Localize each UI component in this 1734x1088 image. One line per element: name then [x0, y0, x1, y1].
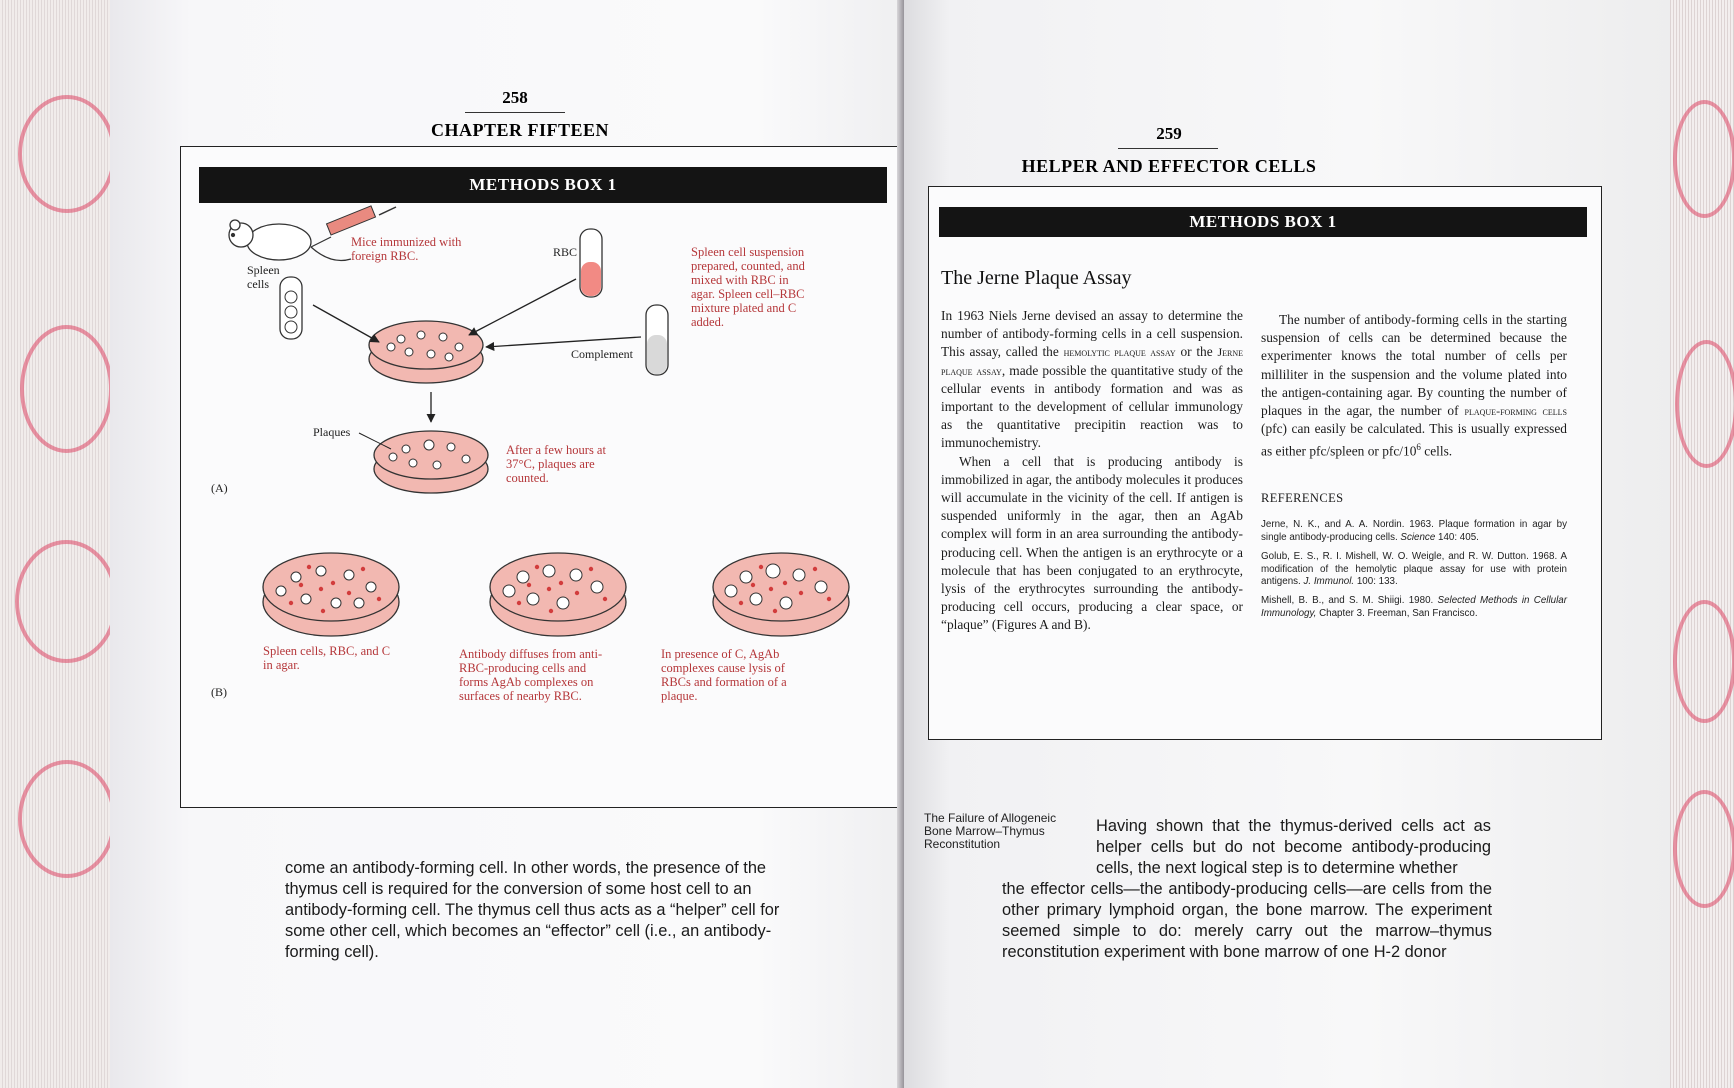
references-title: REFERENCES: [1261, 491, 1344, 506]
right-body-first-lines: Having shown that the thymus-derived cel…: [1096, 817, 1491, 877]
col1-term-2: Jerne plaque assay: [941, 345, 1243, 378]
mouse-icon: [228, 219, 352, 262]
petri-dish-step3: [712, 552, 850, 637]
methods-column-2: The number of antibody-forming cells in …: [1261, 311, 1567, 621]
header-rule: [465, 112, 565, 113]
section-margin-heading: The Failure of Allogeneic Bone Marrow–Th…: [924, 811, 1057, 851]
left-body-text: come an antibody-forming cell. In other …: [285, 859, 780, 961]
label-dish-3: In presence of C, AgAb complexes cause l…: [661, 647, 787, 703]
reference-item: Mishell, B. B., and S. M. Shiigi. 1980. …: [1261, 595, 1567, 620]
label-plaques: Plaques: [313, 425, 351, 439]
reference-item: Golub, E. S., R. I. Mishell, W. O. Weigl…: [1261, 550, 1567, 588]
col2-text-c: cells.: [1420, 443, 1453, 459]
library-stamp: [1673, 100, 1734, 218]
methods-box-title: METHODS BOX 1: [199, 167, 887, 203]
label-rbc: RBC: [553, 245, 578, 259]
header-rule: [1118, 148, 1218, 149]
library-stamp: [1673, 790, 1734, 908]
petri-dish-step1: [262, 552, 400, 637]
col2-superscript: 6: [1416, 442, 1421, 453]
page-number: 259: [1156, 124, 1182, 143]
methods-heading: The Jerne Plaque Assay: [941, 267, 1132, 289]
col2-term: plaque-forming cells: [1464, 404, 1567, 419]
library-stamp: [1673, 600, 1734, 723]
right-page-edges: [1665, 0, 1734, 1088]
methods-box-text: METHODS BOX 1 The Jerne Plaque Assay In …: [928, 186, 1602, 740]
petri-dish-plaques: [373, 430, 489, 494]
left-page: 258 CHAPTER FIFTEEN METHODS BOX 1: [110, 0, 916, 1088]
label-suspension: Spleen cell suspension prepared, counted…: [691, 245, 805, 329]
col1-text-b: or the: [1175, 344, 1218, 360]
syringe-icon: [310, 205, 397, 248]
left-page-edges: [0, 0, 125, 1088]
label-complement: Complement: [571, 347, 633, 361]
library-stamp: [1675, 340, 1734, 468]
col1-text-c: , made possible the quantitative study o…: [941, 362, 1243, 451]
library-stamp: [18, 95, 116, 213]
plaque-assay-diagram: [228, 205, 850, 637]
col1-text-a: In 1963 Niels Jerne devised an assay to …: [941, 308, 1243, 360]
label-after-hours: After a few hours at 37°C, plaques are c…: [506, 443, 606, 485]
library-stamp: [20, 325, 113, 453]
chapter-title: CHAPTER FIFTEEN: [430, 120, 610, 140]
references-list: Jerne, N. K., and A. A. Nordin. 1963. Pl…: [1261, 519, 1567, 621]
label-panel-a: (A): [211, 481, 228, 495]
label-spleen-cells: Spleen cells: [247, 263, 280, 291]
library-stamp: [15, 540, 118, 663]
right-page: 259 HELPER AND EFFECTOR CELLS METHODS BO…: [904, 0, 1670, 1088]
methods-box-title: METHODS BOX 1: [939, 207, 1587, 237]
petri-dish-mixture: [368, 320, 484, 384]
chapter-title: HELPER AND EFFECTOR CELLS: [1021, 156, 1317, 176]
methods-box-figure: METHODS BOX 1: [180, 146, 908, 808]
rbc-tube-icon: [579, 228, 603, 298]
methods-column-1: In 1963 Niels Jerne devised an assay to …: [941, 307, 1243, 635]
reference-item: Jerne, N. K., and A. A. Nordin. 1963. Pl…: [1261, 519, 1567, 544]
petri-dish-step2: [489, 552, 627, 637]
label-dish-1: Spleen cells, RBC, and C in agar.: [263, 644, 391, 672]
complement-tube-icon: [645, 304, 669, 376]
label-mice: Mice immunized with foreign RBC.: [351, 235, 462, 263]
col1-term: hemolytic plaque assay: [1063, 345, 1176, 360]
library-stamp: [18, 760, 116, 878]
page-number: 258: [502, 88, 528, 107]
col1-paragraph-2: When a cell that is producing antibody i…: [941, 453, 1243, 633]
label-dish-2: Antibody diffuses from anti-RBC-producin…: [459, 647, 603, 703]
spleen-cells-tube-icon: [279, 276, 303, 340]
col2-text-b: (pfc) can easily be calculated. This is …: [1261, 421, 1567, 459]
label-panel-b: (B): [211, 685, 227, 699]
right-body-text: the effector cells—the antibody-producin…: [1002, 880, 1492, 961]
col2-text-a: The number of antibody-forming cells in …: [1261, 312, 1567, 419]
